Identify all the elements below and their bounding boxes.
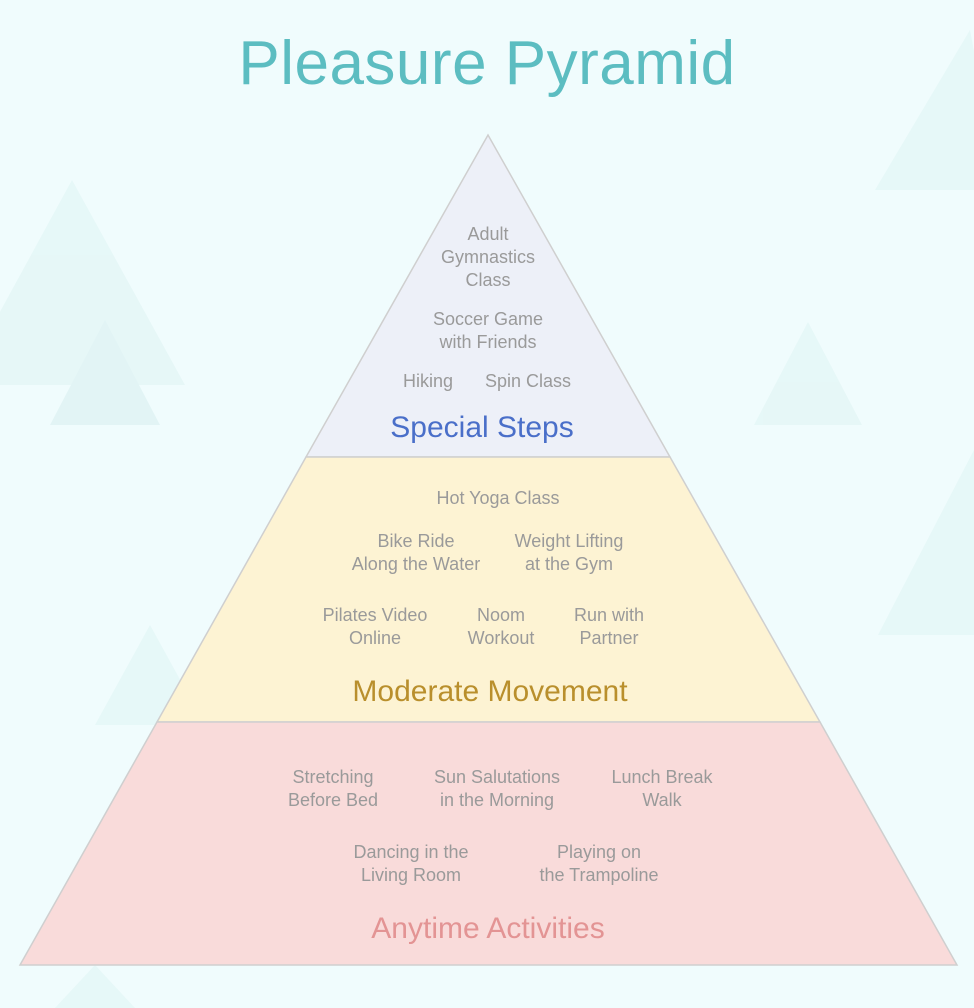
item-dancing: Dancing in the Living Room <box>353 842 469 885</box>
tier-bottom-shape <box>18 721 959 966</box>
tier-top-shape <box>304 133 672 458</box>
item-pilates-video: Pilates Video Online <box>322 605 428 648</box>
item-stretching: Stretching Before Bed <box>287 767 379 810</box>
item-hot-yoga: Hot Yoga Class <box>436 488 560 508</box>
background-triangles <box>0 30 974 1008</box>
item-soccer-game: Soccer Game with Friends <box>432 309 544 352</box>
item-lunch-break-walk: Lunch Break Walk <box>611 767 713 810</box>
item-hiking: Hiking <box>402 371 454 391</box>
item-noom-workout: Noom Workout <box>467 605 535 648</box>
page-title: Pleasure Pyramid <box>238 29 736 98</box>
item-sun-salutations: Sun Salutations in the Morning <box>433 767 561 810</box>
tier-label-moderate-movement: Moderate Movement <box>352 675 628 708</box>
item-run-with-partner: Run with Partner <box>573 605 645 648</box>
item-trampoline: Playing on the Trampoline <box>539 842 659 885</box>
item-bike-ride: Bike Ride Along the Water <box>351 531 481 574</box>
item-adult-gymnastics: Adult Gymnastics Class <box>440 224 536 290</box>
tier-label-anytime-activities: Anytime Activities <box>371 912 605 945</box>
item-spin-class: Spin Class <box>484 371 572 391</box>
tier-label-special-steps: Special Steps <box>390 411 574 444</box>
item-weight-lifting: Weight Lifting at the Gym <box>514 531 624 574</box>
